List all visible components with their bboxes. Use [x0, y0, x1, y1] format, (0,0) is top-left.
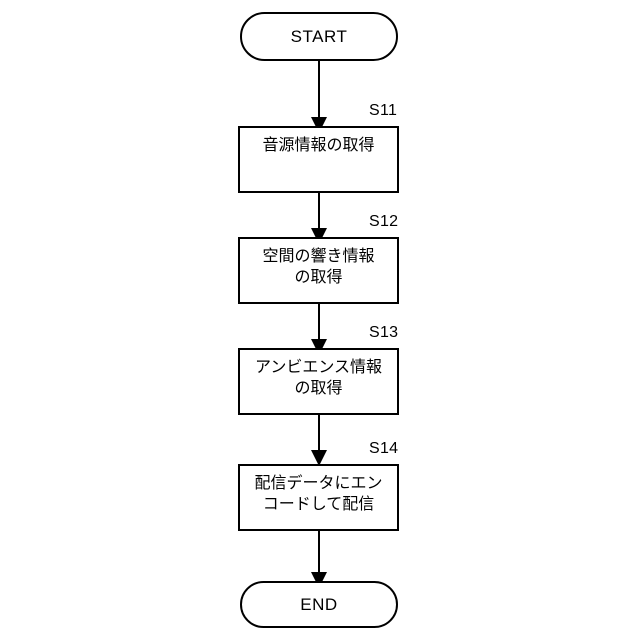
step-label-s11: S11: [369, 102, 398, 119]
node-end: END: [240, 581, 398, 628]
node-s14: 配信データにエン コードして配信: [238, 464, 399, 531]
node-s12-label: 空間の響き情報 の取得: [262, 246, 375, 287]
node-s11-label: 音源情報の取得: [262, 135, 375, 154]
node-s12: 空間の響き情報 の取得: [238, 237, 399, 304]
step-label-s14: S14: [369, 440, 399, 457]
step-label-s12: S12: [369, 213, 399, 230]
node-end-label: END: [300, 595, 338, 614]
node-s14-label: 配信データにエン コードして配信: [254, 473, 383, 514]
node-start-label: START: [290, 27, 348, 46]
node-start: START: [240, 12, 398, 61]
node-s13: アンビエンス情報 の取得: [238, 348, 399, 415]
node-s11: 音源情報の取得: [238, 126, 399, 193]
node-s13-label: アンビエンス情報 の取得: [254, 357, 383, 398]
step-label-s13: S13: [369, 324, 399, 341]
